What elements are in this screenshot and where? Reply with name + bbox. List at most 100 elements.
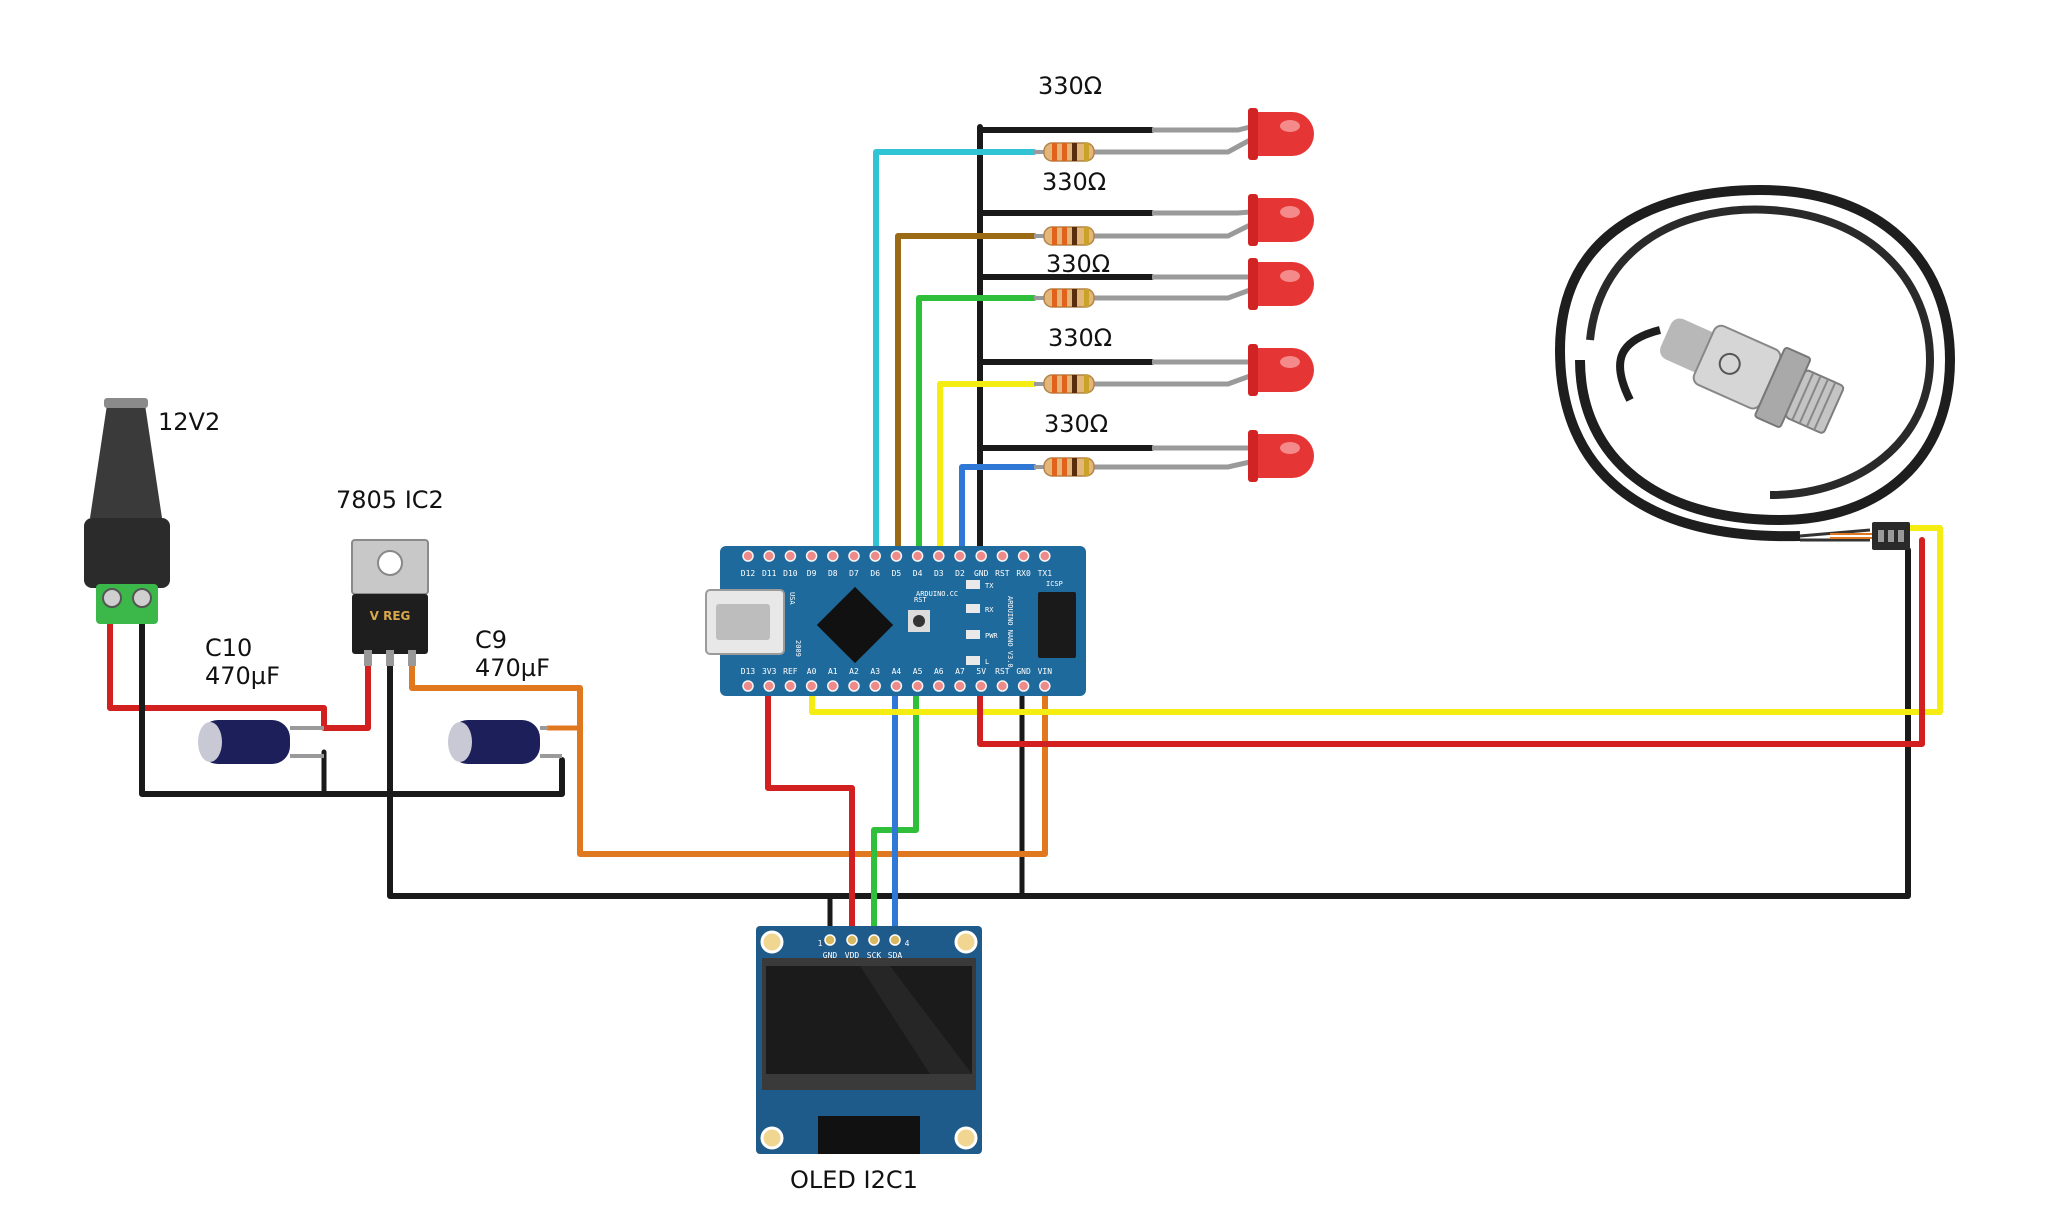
nano-bottom-pin-label: VIN bbox=[1038, 667, 1053, 676]
arduino-nano: TX RX PWR L RST ARDUINO.CC ARDUINO NANO … bbox=[705, 546, 1086, 696]
regulator-pin-out bbox=[408, 650, 416, 666]
led1-legs bbox=[1152, 124, 1251, 133]
nano-bottom-pin bbox=[784, 680, 797, 692]
nano-top-pin bbox=[975, 550, 987, 562]
resistor-band bbox=[1052, 375, 1057, 393]
sensor-wire-colors bbox=[1830, 533, 1872, 539]
led-flange bbox=[1248, 194, 1258, 246]
c9-stripe bbox=[448, 722, 472, 762]
red-led-4 bbox=[1248, 344, 1314, 396]
resistor-band bbox=[1062, 143, 1067, 161]
dc-jack: 12V2 bbox=[84, 398, 220, 624]
nano-bottom-pin bbox=[954, 680, 966, 692]
nano-bottom-pin bbox=[827, 680, 839, 692]
leds bbox=[1248, 108, 1314, 482]
dc-jack-barrel bbox=[90, 398, 162, 518]
resistor-label-2: 330Ω bbox=[1042, 168, 1106, 196]
regulator-marking: V REG bbox=[370, 609, 411, 623]
capacitor-c9: C9 470µF bbox=[448, 626, 562, 764]
resistor-band bbox=[1084, 289, 1089, 307]
red-led-2 bbox=[1248, 194, 1314, 246]
oled-pin-number: 1 bbox=[818, 939, 823, 948]
wire-5v-orange bbox=[409, 649, 1048, 857]
resistor-band bbox=[1062, 227, 1067, 245]
led-lens bbox=[1252, 434, 1314, 478]
dc-jack-collar bbox=[104, 398, 148, 408]
c9-value: 470µF bbox=[475, 654, 550, 682]
nano-top-pin bbox=[848, 550, 860, 562]
oled-pin-label: GND bbox=[823, 951, 838, 960]
nano-top-pin bbox=[954, 550, 966, 562]
nano-bottom-pin-label: GND bbox=[1016, 667, 1031, 676]
nano-bottom-pin-label: A3 bbox=[870, 667, 880, 676]
oled-mount-hole-br bbox=[954, 1126, 978, 1150]
oled-pin-label: SCK bbox=[867, 951, 882, 960]
nano-top-pin bbox=[996, 550, 1009, 562]
nano-bottom-pin bbox=[975, 680, 987, 692]
led2-anode-leg bbox=[1094, 222, 1252, 239]
c10-name: C10 bbox=[205, 634, 252, 662]
wire-d2-blue bbox=[959, 464, 1037, 558]
silk-pwr: PWR bbox=[985, 632, 998, 640]
regulator-mounting-hole bbox=[377, 550, 403, 576]
oled-pin bbox=[889, 934, 901, 946]
sensor-pin-3 bbox=[1898, 530, 1904, 542]
nano-bottom-pin bbox=[911, 680, 924, 692]
microcontroller-chip bbox=[816, 586, 894, 664]
nano-top-pin bbox=[1039, 550, 1051, 562]
led1-anode-leg bbox=[1094, 137, 1252, 155]
oled-mount-hole-tl bbox=[760, 930, 784, 954]
resistor-band bbox=[1052, 143, 1057, 161]
nano-top-pin-label: RX0 bbox=[1016, 569, 1031, 578]
resistor-band bbox=[1084, 375, 1089, 393]
resistors bbox=[1034, 142, 1095, 477]
regulator-pin-gnd bbox=[386, 650, 394, 666]
nano-bottom-pin-label: A6 bbox=[934, 667, 944, 676]
nano-bottom-pin bbox=[890, 680, 903, 692]
led3-anode-leg bbox=[1094, 287, 1251, 301]
resistor-4 bbox=[1034, 374, 1095, 394]
nano-top-pin bbox=[1017, 550, 1030, 562]
nano-top-pin-label: D10 bbox=[783, 569, 798, 578]
led4-anode-leg bbox=[1094, 373, 1251, 387]
nano-bottom-pin bbox=[1039, 680, 1051, 692]
c9-name: C9 bbox=[475, 626, 507, 654]
sensor-thread bbox=[1785, 369, 1845, 434]
c9-lead bbox=[540, 726, 562, 758]
wire-sensor-power bbox=[977, 537, 1925, 747]
nano-top-pin-label: D3 bbox=[934, 569, 944, 578]
nano-top-pin-label: RST bbox=[995, 569, 1010, 578]
nano-bottom-pin bbox=[869, 680, 881, 692]
silk-model: ARDUINO NANO V3.0 bbox=[1006, 596, 1014, 668]
sensor-cable-lead bbox=[1616, 326, 1662, 402]
nano-bottom-pin-label: A0 bbox=[807, 667, 817, 676]
led-highlight bbox=[1280, 270, 1300, 282]
wires bbox=[107, 124, 1943, 943]
resistor-band bbox=[1084, 143, 1089, 161]
oled-pin-number: 4 bbox=[905, 939, 910, 948]
sensor-pin-2 bbox=[1888, 530, 1894, 542]
regulator-label: 7805 IC2 bbox=[336, 486, 444, 514]
oled-screen-glare bbox=[860, 966, 972, 1074]
led-l-indicator bbox=[966, 656, 980, 665]
nano-bottom-pin-label: 5V bbox=[976, 667, 986, 676]
led5-anode-leg bbox=[1094, 459, 1251, 470]
nano-top-pin-label: GND bbox=[974, 569, 989, 578]
nano-top-pin bbox=[869, 550, 881, 562]
red-led-5 bbox=[1248, 430, 1314, 482]
nano-top-pin bbox=[911, 550, 924, 562]
oled-mount-hole-bl bbox=[760, 1126, 784, 1150]
wire-jack-ground bbox=[139, 613, 565, 797]
nano-bottom-pin bbox=[763, 680, 775, 692]
silk-tx: TX bbox=[985, 582, 994, 590]
led-lens bbox=[1252, 262, 1314, 306]
resistor-band bbox=[1062, 375, 1067, 393]
red-led-1 bbox=[1248, 108, 1314, 160]
nano-bottom-pin-label: A4 bbox=[892, 667, 902, 676]
wire-reg-ground bbox=[387, 649, 1025, 899]
nano-top-pin bbox=[827, 550, 839, 562]
led-tx-indicator bbox=[966, 580, 980, 589]
nano-bottom-pin-label: REF bbox=[783, 667, 798, 676]
